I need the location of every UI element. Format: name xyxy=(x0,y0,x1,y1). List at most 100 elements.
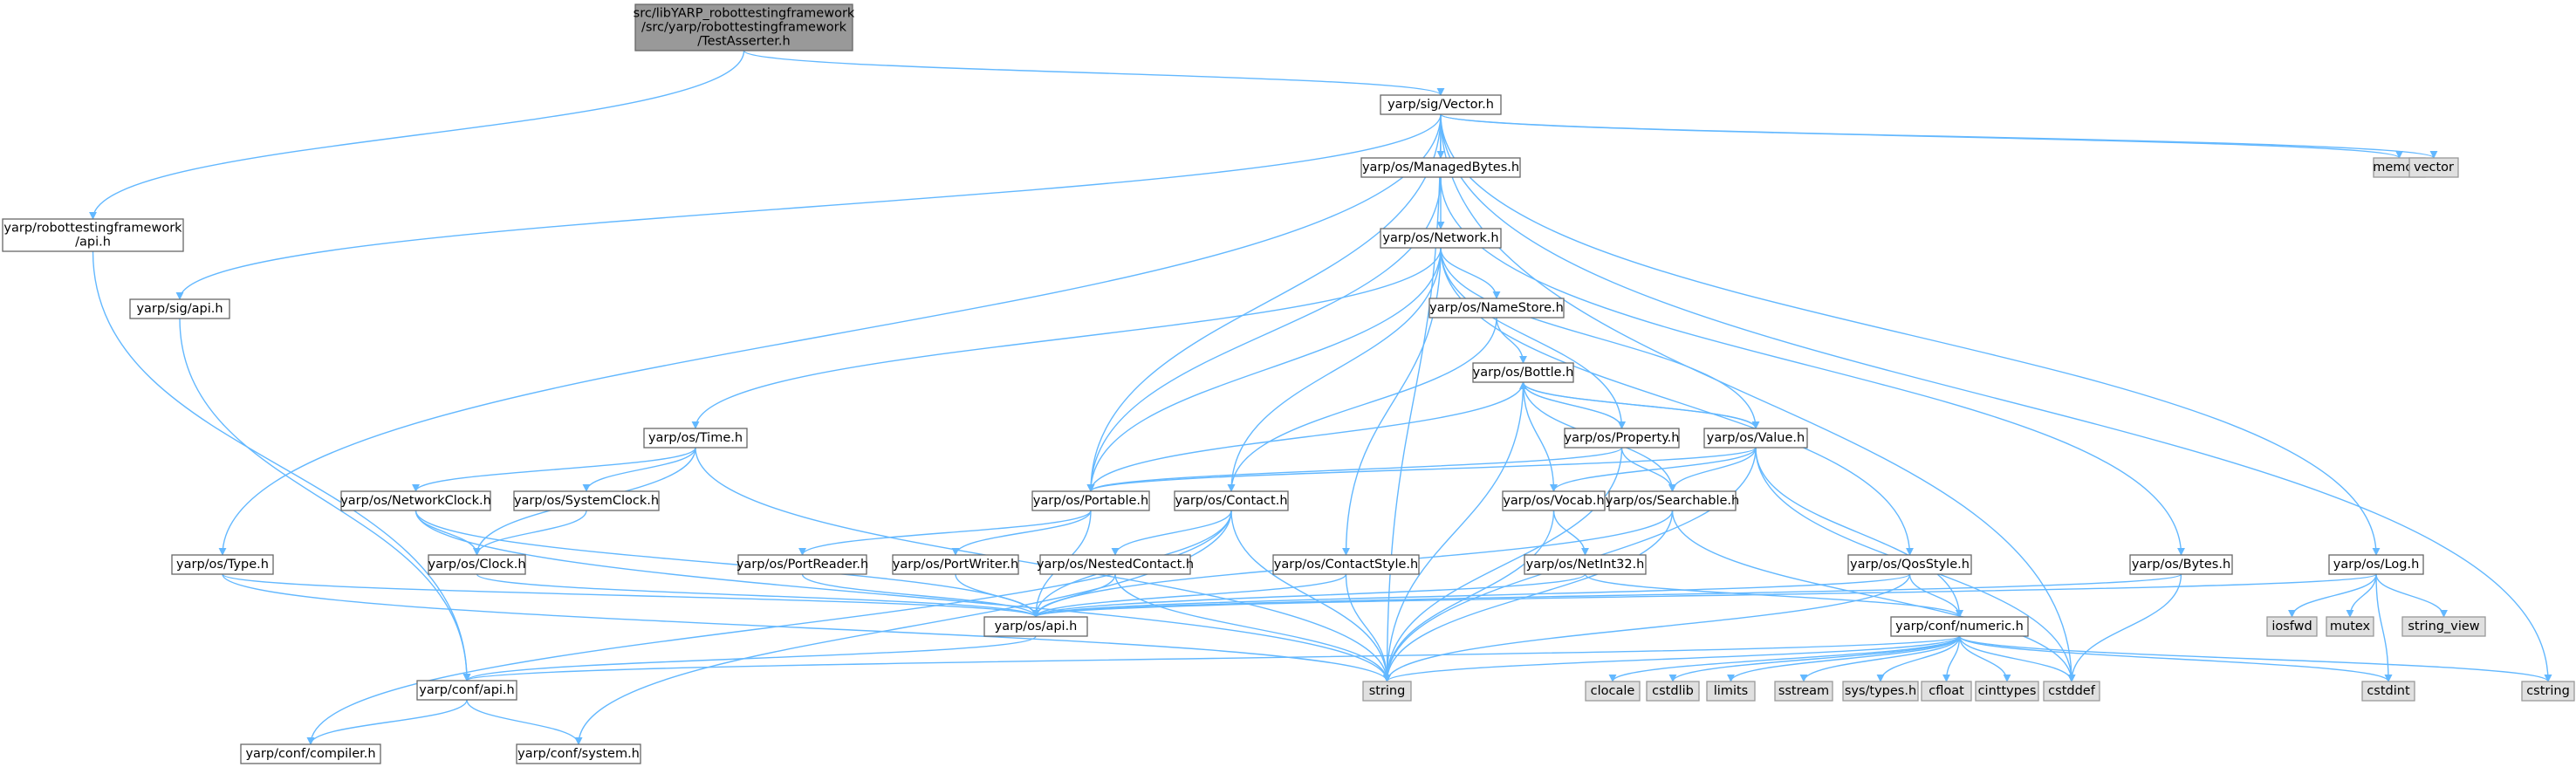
edge-namestore-to-bottle xyxy=(1496,317,1527,364)
node-string_view: string_view xyxy=(2401,616,2486,637)
node-clock[interactable]: yarp/os/Clock.h xyxy=(428,554,526,575)
node-vocab[interactable]: yarp/os/Vocab.h xyxy=(1502,490,1606,511)
edge-conf_api-to-system xyxy=(466,699,583,745)
node-compiler[interactable]: yarp/conf/compiler.h xyxy=(240,743,381,764)
node-label: yarp/conf/numeric.h xyxy=(1895,620,2024,634)
node-box xyxy=(1031,490,1150,511)
edge-network-to-time xyxy=(691,247,1442,429)
node-numeric[interactable]: yarp/conf/numeric.h xyxy=(1890,616,2029,637)
node-box xyxy=(1646,681,1700,702)
node-qosstyle[interactable]: yarp/os/QosStyle.h xyxy=(1847,554,1972,575)
node-nestedcontact[interactable]: yarp/os/NestedContact.h xyxy=(1037,554,1194,575)
edge-property-to-portable xyxy=(1086,447,1623,492)
node-systemclock[interactable]: yarp/os/SystemClock.h xyxy=(513,490,660,511)
node-box xyxy=(1921,681,1972,702)
edge-clock-to-os_api xyxy=(476,573,1040,618)
node-label: yarp/os/PortWriter.h xyxy=(893,558,1018,572)
node-label: vector xyxy=(2414,161,2454,175)
node-label: yarp/os/NestedContact.h xyxy=(1037,558,1194,572)
edge-property-to-searchable xyxy=(1620,447,1676,492)
node-portable[interactable]: yarp/os/Portable.h xyxy=(1031,490,1150,511)
node-label: yarp/os/api.h xyxy=(995,620,1078,634)
edge-vector_h-to-type xyxy=(218,113,1442,556)
node-vector_h[interactable]: yarp/sig/Vector.h xyxy=(1380,94,1502,115)
node-label: /src/yarp/robottestingframework xyxy=(641,21,847,35)
node-layer: src/libYARP_robottestingframework/src/ya… xyxy=(2,3,2575,764)
edge-vector_h-to-vector xyxy=(1440,113,2438,159)
node-bottle[interactable]: yarp/os/Bottle.h xyxy=(1472,362,1574,383)
node-label: yarp/os/NameStore.h xyxy=(1429,301,1564,315)
node-cstddef: cstddef xyxy=(2043,681,2100,702)
edge-layer xyxy=(89,50,2552,745)
edge-log-to-cstdint xyxy=(2375,573,2393,682)
node-netint32[interactable]: yarp/os/NetInt32.h xyxy=(1524,554,1647,575)
node-networkclock[interactable]: yarp/os/NetworkClock.h xyxy=(340,490,491,511)
node-label: cstdint xyxy=(2367,684,2410,698)
node-label: clocale xyxy=(1591,684,1635,698)
node-box xyxy=(643,428,748,449)
node-label: src/libYARP_robottestingframework xyxy=(634,7,855,21)
node-type[interactable]: yarp/os/Type.h xyxy=(171,554,274,575)
node-portwriter[interactable]: yarp/os/PortWriter.h xyxy=(892,554,1019,575)
node-box xyxy=(1975,681,2039,702)
node-time[interactable]: yarp/os/Time.h xyxy=(643,428,748,449)
edge-searchable-to-string xyxy=(1383,510,1674,682)
node-managedbytes[interactable]: yarp/os/ManagedBytes.h xyxy=(1360,157,1521,178)
node-os_api[interactable]: yarp/os/api.h xyxy=(983,616,1088,637)
edge-numeric-to-clocale xyxy=(1608,635,1961,682)
node-box xyxy=(1608,490,1737,511)
edge-type-to-os_api xyxy=(222,573,1040,618)
node-box xyxy=(1272,554,1420,575)
edge-portreader-to-os_api xyxy=(801,573,1040,618)
edge-systemclock-to-clock xyxy=(473,510,587,556)
node-rtf_api[interactable]: yarp/robottestingframework/api.h xyxy=(2,218,184,252)
node-box xyxy=(1564,428,1680,449)
edge-bottle-to-string xyxy=(1383,381,1524,682)
edge-log-to-os_api xyxy=(1032,573,2377,618)
node-searchable[interactable]: yarp/os/Searchable.h xyxy=(1606,490,1739,511)
edge-vector_h-to-log xyxy=(1440,113,2381,556)
node-label: yarp/conf/compiler.h xyxy=(245,747,375,761)
edge-time-to-systemclock xyxy=(582,447,696,492)
node-label: yarp/conf/system.h xyxy=(517,747,640,761)
node-log[interactable]: yarp/os/Log.h xyxy=(2328,554,2424,575)
node-cinttypes: cinttypes xyxy=(1975,681,2039,702)
node-namestore[interactable]: yarp/os/NameStore.h xyxy=(1428,298,1565,319)
node-conf_api[interactable]: yarp/conf/api.h xyxy=(416,680,517,701)
node-box xyxy=(2361,681,2415,702)
node-label: cstdlib xyxy=(1652,684,1694,698)
edge-numeric-to-string xyxy=(1383,635,1961,682)
edge-network-to-property xyxy=(1440,247,1626,429)
edge-contact-to-nestedcontact xyxy=(1111,510,1232,556)
node-contact[interactable]: yarp/os/Contact.h xyxy=(1174,490,1289,511)
node-bytes[interactable]: yarp/os/Bytes.h xyxy=(2129,554,2233,575)
node-box xyxy=(1585,681,1641,702)
node-portreader[interactable]: yarp/os/PortReader.h xyxy=(736,554,868,575)
node-property[interactable]: yarp/os/Property.h xyxy=(1564,428,1680,449)
edge-numeric-to-cstddef xyxy=(1958,635,2076,682)
node-system[interactable]: yarp/conf/system.h xyxy=(516,743,641,764)
node-box xyxy=(416,680,517,701)
node-cstdint: cstdint xyxy=(2361,681,2415,702)
node-box xyxy=(129,298,230,319)
node-value[interactable]: yarp/os/Value.h xyxy=(1703,428,1808,449)
node-label: sstream xyxy=(1778,684,1829,698)
node-box xyxy=(516,743,641,764)
node-sig_api[interactable]: yarp/sig/api.h xyxy=(129,298,230,319)
node-label: cfloat xyxy=(1929,684,1964,698)
node-box xyxy=(1380,94,1502,115)
node-box xyxy=(1524,554,1647,575)
node-box xyxy=(1703,428,1808,449)
edge-time-to-networkclock xyxy=(412,447,696,492)
node-network[interactable]: yarp/os/Network.h xyxy=(1380,228,1502,249)
node-label: cinttypes xyxy=(1978,684,2037,698)
node-contactstyle[interactable]: yarp/os/ContactStyle.h xyxy=(1272,554,1420,575)
node-label: yarp/os/NetInt32.h xyxy=(1526,558,1645,572)
node-label: limits xyxy=(1714,684,1748,698)
node-limits: limits xyxy=(1706,681,1756,702)
edge-numeric-to-sstream xyxy=(1799,635,1961,682)
node-box xyxy=(1890,616,2029,637)
node-box xyxy=(2521,681,2575,702)
edge-value-to-vocab xyxy=(1550,447,1757,492)
node-root[interactable]: src/libYARP_robottestingframework/src/ya… xyxy=(634,3,855,51)
